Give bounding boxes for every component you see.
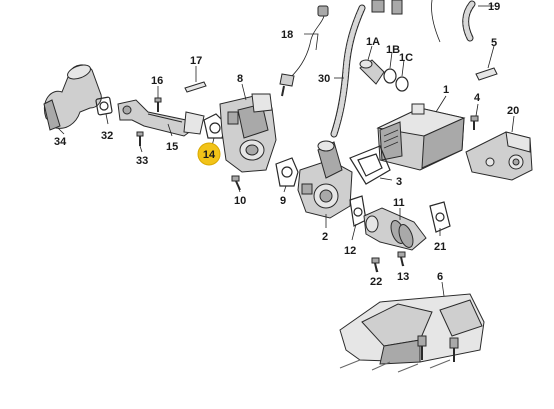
- part-6-mounting-plate: [339, 293, 485, 373]
- part-11-connecting-pipe: [363, 207, 427, 251]
- part-2-throttle-body: [297, 140, 353, 219]
- callout-4: 4: [474, 92, 481, 104]
- callout-1c: 1C: [399, 52, 413, 64]
- part-1a-fitting: [359, 59, 385, 85]
- callout-21: 21: [434, 241, 446, 253]
- callout-22: 22: [370, 276, 382, 288]
- part-8-egr-valve: [219, 93, 277, 173]
- callout-20: 20: [507, 105, 519, 117]
- callout-13: 13: [397, 271, 409, 283]
- part-1c-seal: [395, 76, 409, 92]
- callout-8: 8: [237, 73, 243, 85]
- callout-34: 34: [54, 136, 67, 148]
- callout-1: 1: [443, 84, 449, 96]
- leader-lines: [57, 5, 515, 297]
- part-3-gasket: [349, 145, 391, 185]
- part-17-clip: [184, 81, 207, 93]
- part-10-bolt: [231, 175, 241, 191]
- part-20-bracket: [465, 131, 533, 181]
- callout-14: 14: [203, 149, 216, 161]
- callout-15: 15: [166, 141, 178, 153]
- callout-11: 11: [393, 197, 405, 209]
- callout-labels: 19 18 1A 1B 1C 5 17 16 8 30 1 4 20 34 32…: [54, 1, 519, 288]
- callout-30: 30: [318, 73, 330, 85]
- callout-1a: 1A: [366, 36, 380, 48]
- part-22-bolt: [371, 257, 380, 273]
- part-18-sensor: [279, 5, 329, 97]
- part-9-gasket: [275, 157, 299, 187]
- part-12-gasket: [349, 195, 367, 227]
- callout-10: 10: [234, 195, 246, 207]
- callout-6: 6: [437, 271, 443, 283]
- callout-12: 12: [344, 245, 356, 257]
- callout-18: 18: [281, 29, 293, 41]
- part-4-bolt: [470, 115, 479, 130]
- part-5-clip: [475, 67, 498, 81]
- part-top-connectors: [371, 0, 476, 43]
- highlight-circle-14: [197, 142, 221, 166]
- part-1-egr-cooler: [376, 103, 466, 171]
- callout-9: 9: [280, 195, 286, 207]
- callout-1b: 1B: [386, 44, 400, 56]
- callout-19: 19: [488, 1, 500, 13]
- part-16-bolt: [154, 97, 162, 112]
- callout-5: 5: [491, 37, 497, 49]
- callout-33: 33: [136, 155, 148, 167]
- part-13-bolt: [397, 251, 406, 267]
- callout-16: 16: [151, 75, 163, 87]
- part-15-egr-pipe: [117, 99, 205, 137]
- callout-2: 2: [322, 231, 328, 243]
- part-21-gasket: [429, 201, 451, 233]
- callout-3: 3: [396, 176, 402, 188]
- callout-32: 32: [101, 130, 113, 142]
- callout-17: 17: [190, 55, 202, 67]
- part-34-intake-elbow: [43, 64, 102, 131]
- part-32-gasket: [95, 96, 113, 116]
- part-33-bolt: [136, 131, 144, 146]
- part-30-hose: [330, 4, 366, 138]
- part-1b-seal: [383, 68, 397, 84]
